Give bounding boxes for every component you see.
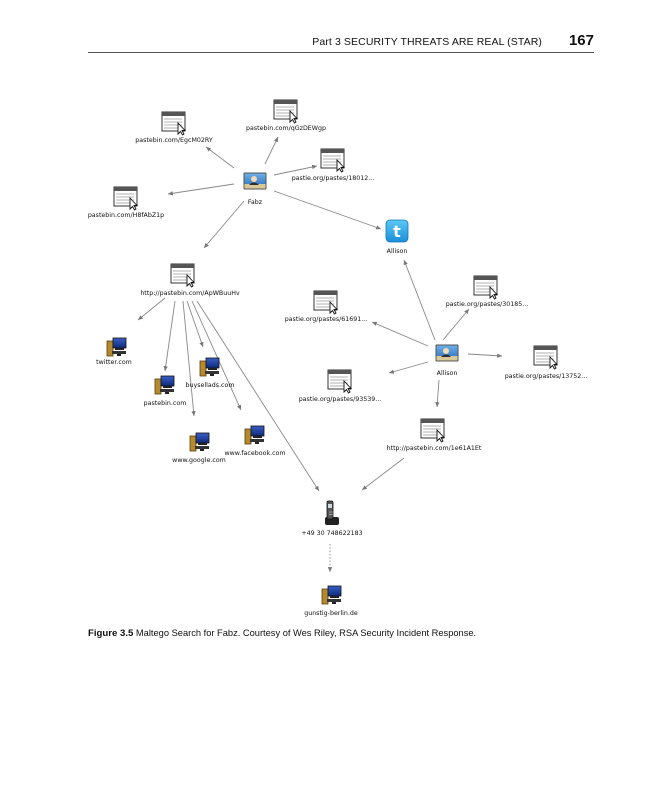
- node-label: pastebin.com/EgcM02RY: [135, 137, 213, 144]
- edge-allison-pb1e61: [435, 379, 440, 408]
- node-label: +49 30 748622183: [301, 530, 362, 537]
- node-label: buysellads.com: [186, 382, 235, 389]
- node-label: Allison: [437, 370, 458, 377]
- figure-label: Figure 3.5: [88, 628, 134, 639]
- person-icon: [243, 172, 267, 190]
- webpage-icon: [327, 369, 352, 394]
- edge-fabz-pastie18012: [273, 164, 318, 176]
- node-pastie-30185[interactable]: pastie.org/pastes/30185...: [446, 275, 529, 308]
- twitter-icon: [385, 219, 409, 243]
- node-label: Fabz: [248, 199, 263, 206]
- person-icon: [435, 344, 459, 362]
- webpage-icon: [473, 275, 498, 300]
- node-label: twitter.com: [96, 359, 132, 366]
- webpage-icon: [533, 345, 558, 370]
- edge-allison-twitter: [403, 259, 436, 341]
- graph-edges: [137, 136, 503, 492]
- edge-allison-pastie13752: [467, 353, 503, 358]
- edge-apw-phone: [196, 300, 320, 492]
- node-pastie-61691[interactable]: pastie.org/pastes/61691...: [285, 290, 368, 323]
- node-pastie-13752[interactable]: pastie.org/pastes/13752...: [505, 345, 588, 380]
- node-label: pastie.org/pastes/30185...: [446, 301, 529, 308]
- node-label: http://pastebin.com/1e61A1Et: [387, 445, 482, 452]
- server-icon: [189, 432, 210, 452]
- node-twitter-com[interactable]: twitter.com: [96, 337, 132, 366]
- node-pastebin-com[interactable]: pastebin.com: [144, 375, 187, 407]
- page-number: 167: [568, 32, 594, 49]
- node-label: pastebin.com/H8fAbZ1p: [88, 212, 164, 219]
- node-label: www.facebook.com: [224, 450, 285, 457]
- node-label: pastie.org/pastes/18012...: [292, 175, 375, 182]
- webpage-icon: [320, 148, 345, 173]
- node-pastebin-egc[interactable]: pastebin.com/EgcM02RY: [135, 111, 213, 144]
- node-allison[interactable]: Allison: [435, 344, 459, 377]
- edge-allison-pastie93539: [388, 361, 429, 374]
- node-twitter-allison[interactable]: Allison: [385, 219, 409, 255]
- node-facebook[interactable]: www.facebook.com: [224, 425, 286, 457]
- edge-fabz-egc: [205, 146, 235, 169]
- node-label: pastie.org/pastes/61691...: [285, 316, 368, 323]
- node-label: http://pastebin.com/ApWBuuHv: [140, 290, 240, 297]
- header-rule: [88, 52, 594, 53]
- node-fabz[interactable]: Fabz: [243, 172, 267, 206]
- webpage-icon: [170, 263, 195, 288]
- figure-caption: Figure 3.5 Maltego Search for Fabz. Cour…: [88, 628, 476, 639]
- node-label: gunstig-berlin.de: [304, 610, 358, 617]
- page-header: Part 3 SECURITY THREATS ARE REAL (STAR) …: [88, 31, 594, 53]
- edge-fabz-twitter: [273, 190, 382, 230]
- edge-apw-twittercom: [137, 297, 166, 321]
- node-label: pastebin.com/qGzDEWgp: [246, 125, 326, 132]
- server-icon: [244, 425, 265, 445]
- edge-apw-buysellads: [186, 300, 204, 348]
- webpage-icon: [313, 290, 338, 315]
- server-icon: [199, 357, 220, 377]
- node-label: www.google.com: [172, 457, 226, 464]
- edge-apw-facebook: [191, 300, 242, 411]
- edge-allison-pastie30185: [442, 308, 470, 341]
- node-google[interactable]: www.google.com: [172, 432, 226, 464]
- edge-fabz-qgz: [264, 136, 279, 165]
- node-pastebin-apw[interactable]: http://pastebin.com/ApWBuuHv: [140, 263, 240, 297]
- edge-fabz-h8f: [167, 183, 235, 196]
- node-label: pastie.org/pastes/13752...: [505, 373, 588, 380]
- node-pastie-93539[interactable]: pastie.org/pastes/93539...: [299, 369, 382, 403]
- node-pastie-18012[interactable]: pastie.org/pastes/18012...: [292, 148, 375, 182]
- server-icon: [154, 375, 175, 395]
- node-gunstig-berlin[interactable]: gunstig-berlin.de: [304, 585, 358, 617]
- node-label: Allison: [387, 248, 408, 255]
- edge-allison-pastie61691: [371, 321, 429, 347]
- webpage-icon: [113, 186, 138, 211]
- node-phone[interactable]: +49 30 748622183: [301, 500, 363, 537]
- node-pastebin-qgz[interactable]: pastebin.com/qGzDEWgp: [246, 99, 326, 132]
- node-buysellads[interactable]: buysellads.com: [186, 357, 235, 389]
- edge-fabz-apw: [203, 200, 245, 249]
- webpage-icon: [161, 111, 186, 136]
- edge-apw-pastebincom: [163, 300, 176, 372]
- server-icon: [321, 585, 342, 605]
- webpage-icon: [420, 418, 445, 443]
- node-pastebin-1e61[interactable]: http://pastebin.com/1e61A1Et: [387, 418, 482, 452]
- node-label: pastie.org/pastes/93539...: [299, 396, 382, 403]
- figure-title: Maltego Search for Fabz.: [135, 628, 241, 638]
- server-icon: [106, 337, 127, 357]
- webpage-icon: [273, 99, 298, 124]
- figure-credit: Courtesy of Wes Riley, RSA Security Inci…: [242, 628, 477, 638]
- node-label: pastebin.com: [144, 400, 187, 407]
- edge-pb1e61-phone: [361, 457, 405, 491]
- edge-apw-google: [182, 300, 196, 417]
- phone-icon: [324, 500, 340, 526]
- running-head: Part 3 SECURITY THREATS ARE REAL (STAR): [312, 36, 542, 48]
- node-pastebin-h8f[interactable]: pastebin.com/H8fAbZ1p: [88, 186, 164, 219]
